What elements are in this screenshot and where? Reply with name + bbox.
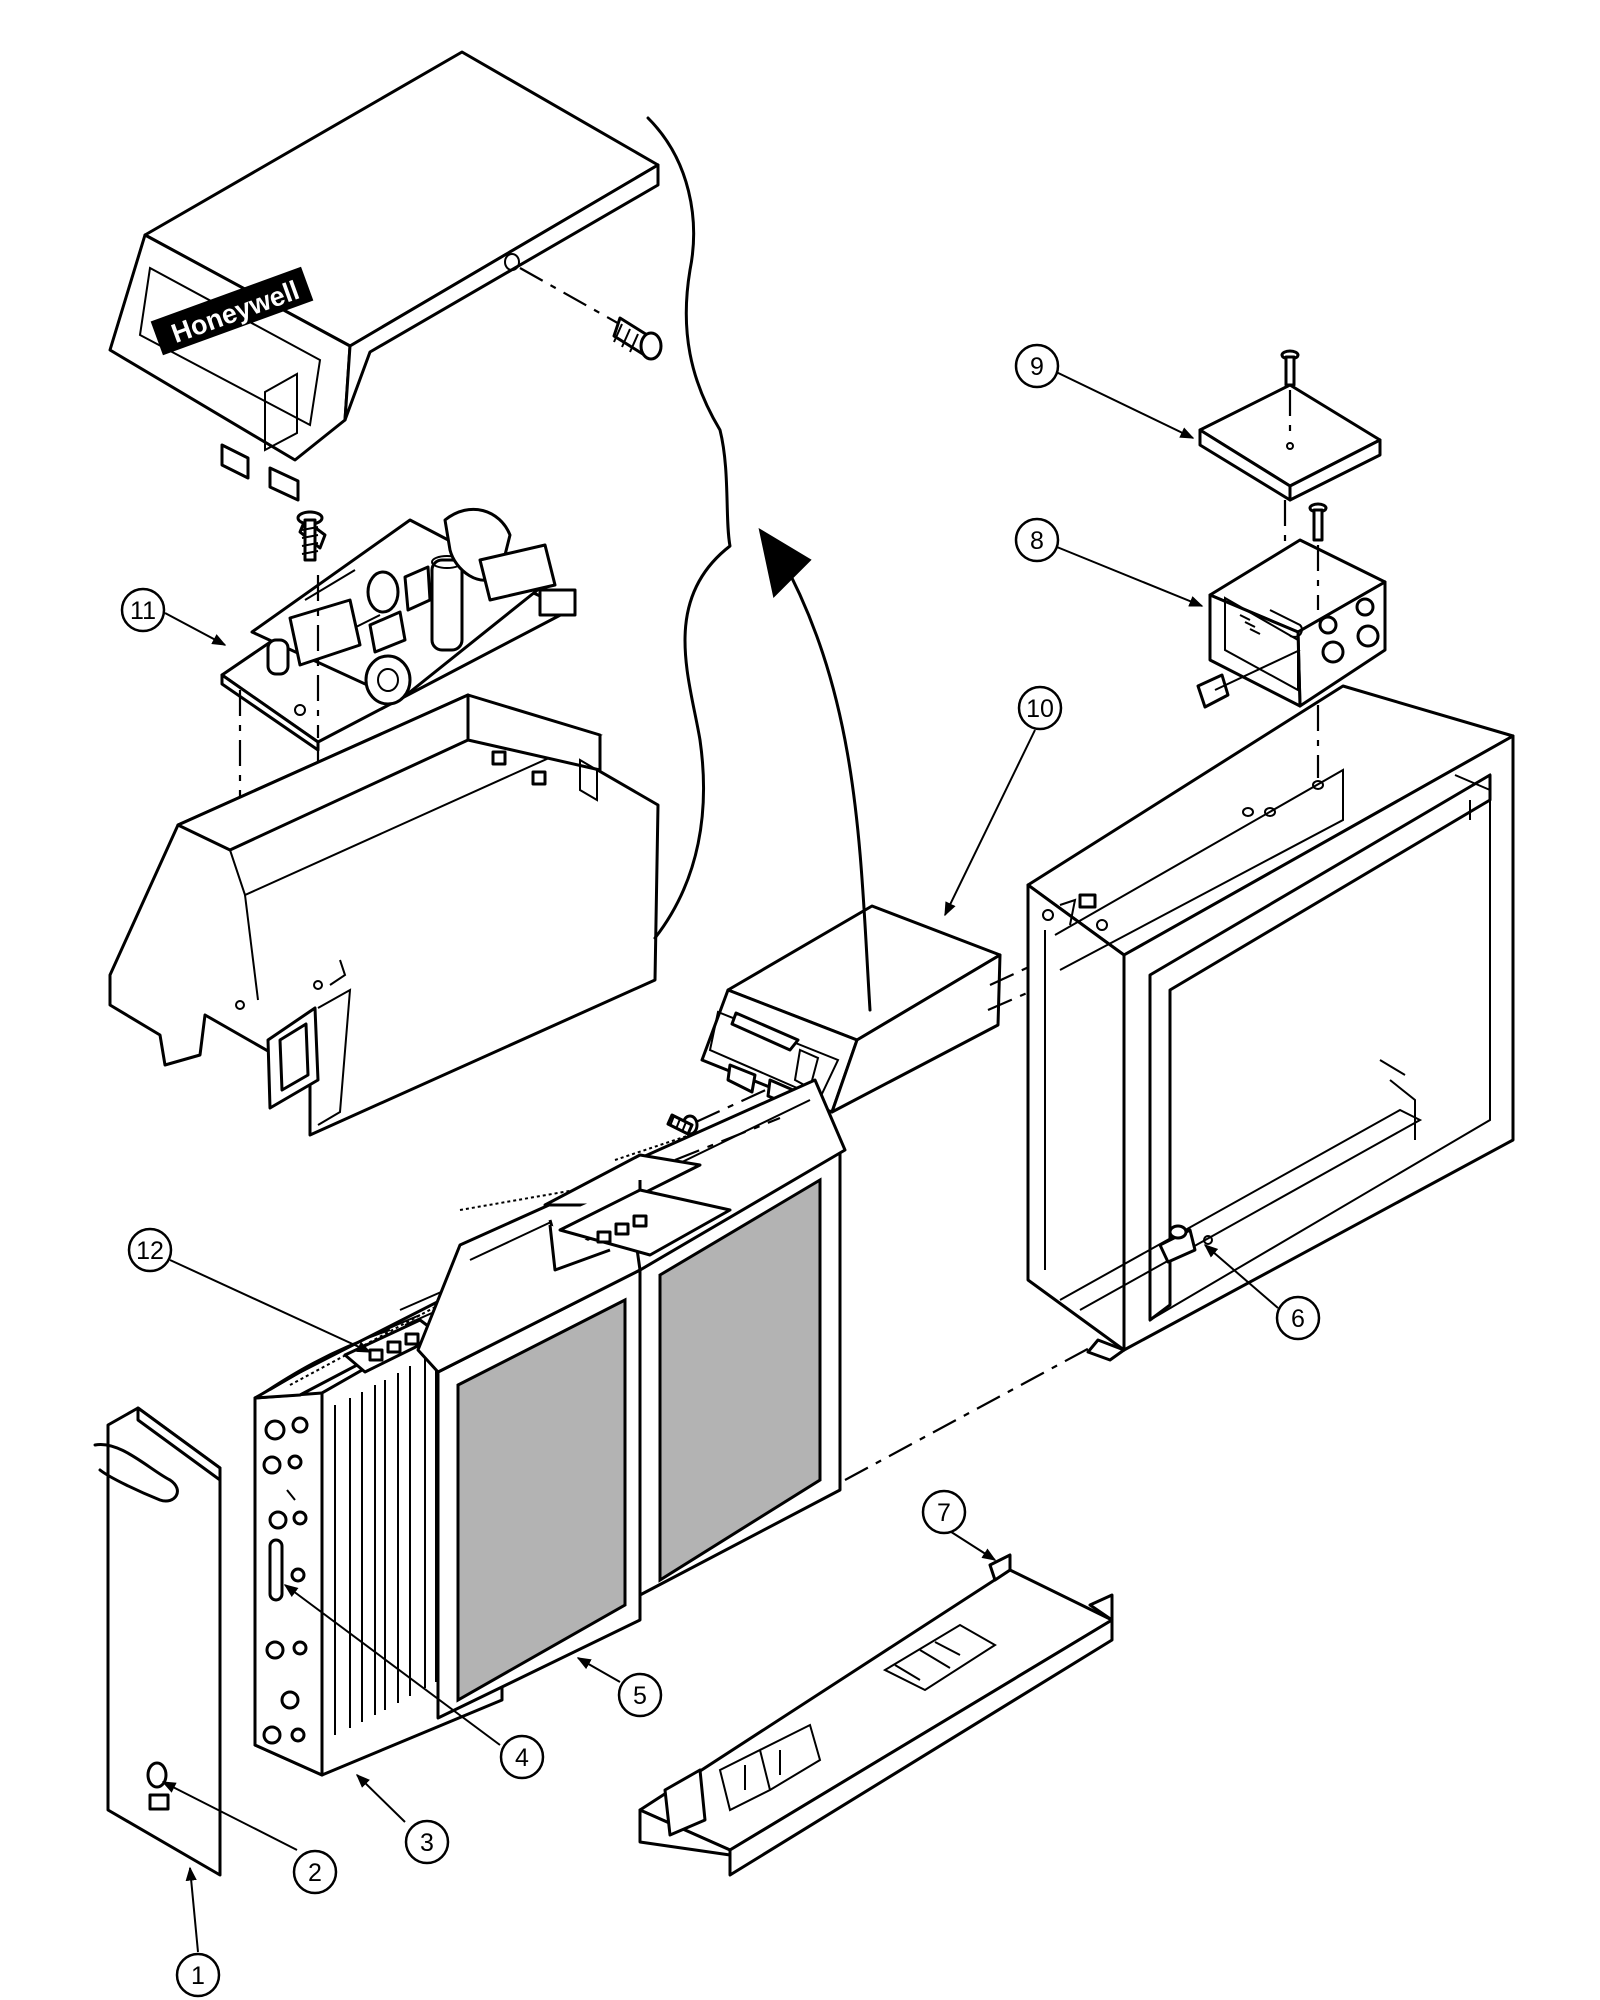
- callout-8: 8: [1014, 517, 1060, 563]
- controller-unit: [666, 904, 1081, 1136]
- callout-9: 9: [1014, 343, 1060, 389]
- junction-box-cover: [1198, 349, 1382, 545]
- callout-2: 2: [292, 1849, 338, 1895]
- power-supply-base: [108, 693, 660, 1137]
- cabinet-housing: [1026, 684, 1515, 1362]
- cell-left-panel: [262, 1416, 309, 1745]
- svg-text:6: 6: [1291, 1305, 1305, 1333]
- board-screw: [296, 510, 324, 562]
- access-door: [93, 1406, 222, 1877]
- callout-6: 6: [1275, 1295, 1321, 1341]
- svg-text:5: 5: [633, 1682, 647, 1710]
- base-rail: [638, 1553, 1114, 1877]
- svg-text:8: 8: [1030, 527, 1044, 555]
- power-supply-board: [220, 507, 577, 752]
- callout-3: 3: [404, 1819, 450, 1865]
- callout-5: 5: [617, 1672, 663, 1718]
- svg-text:9: 9: [1030, 353, 1044, 381]
- callout-12: 12: [127, 1227, 173, 1273]
- callout-1: 1: [175, 1952, 221, 1998]
- svg-text:7: 7: [937, 1499, 951, 1527]
- prefilter-rear: [543, 1078, 847, 1597]
- callout-7: 7: [921, 1489, 967, 1535]
- svg-text:1: 1: [191, 1962, 205, 1990]
- junction-box: [1196, 538, 1387, 778]
- svg-text:3: 3: [420, 1829, 434, 1857]
- callout-10: 10: [1017, 685, 1063, 731]
- junction-box-screw: [1308, 502, 1328, 610]
- callout-11: 11: [120, 587, 166, 633]
- svg-text:10: 10: [1026, 695, 1054, 723]
- power-supply-cover: Honeywell: [108, 50, 663, 502]
- svg-text:2: 2: [308, 1859, 322, 1887]
- svg-text:11: 11: [130, 597, 156, 625]
- callout-4: 4: [499, 1734, 545, 1780]
- honeywell-logo-plate: [150, 266, 314, 356]
- svg-text:12: 12: [136, 1237, 164, 1265]
- svg-text:4: 4: [515, 1744, 529, 1772]
- callout-leaders: [161, 369, 1279, 1953]
